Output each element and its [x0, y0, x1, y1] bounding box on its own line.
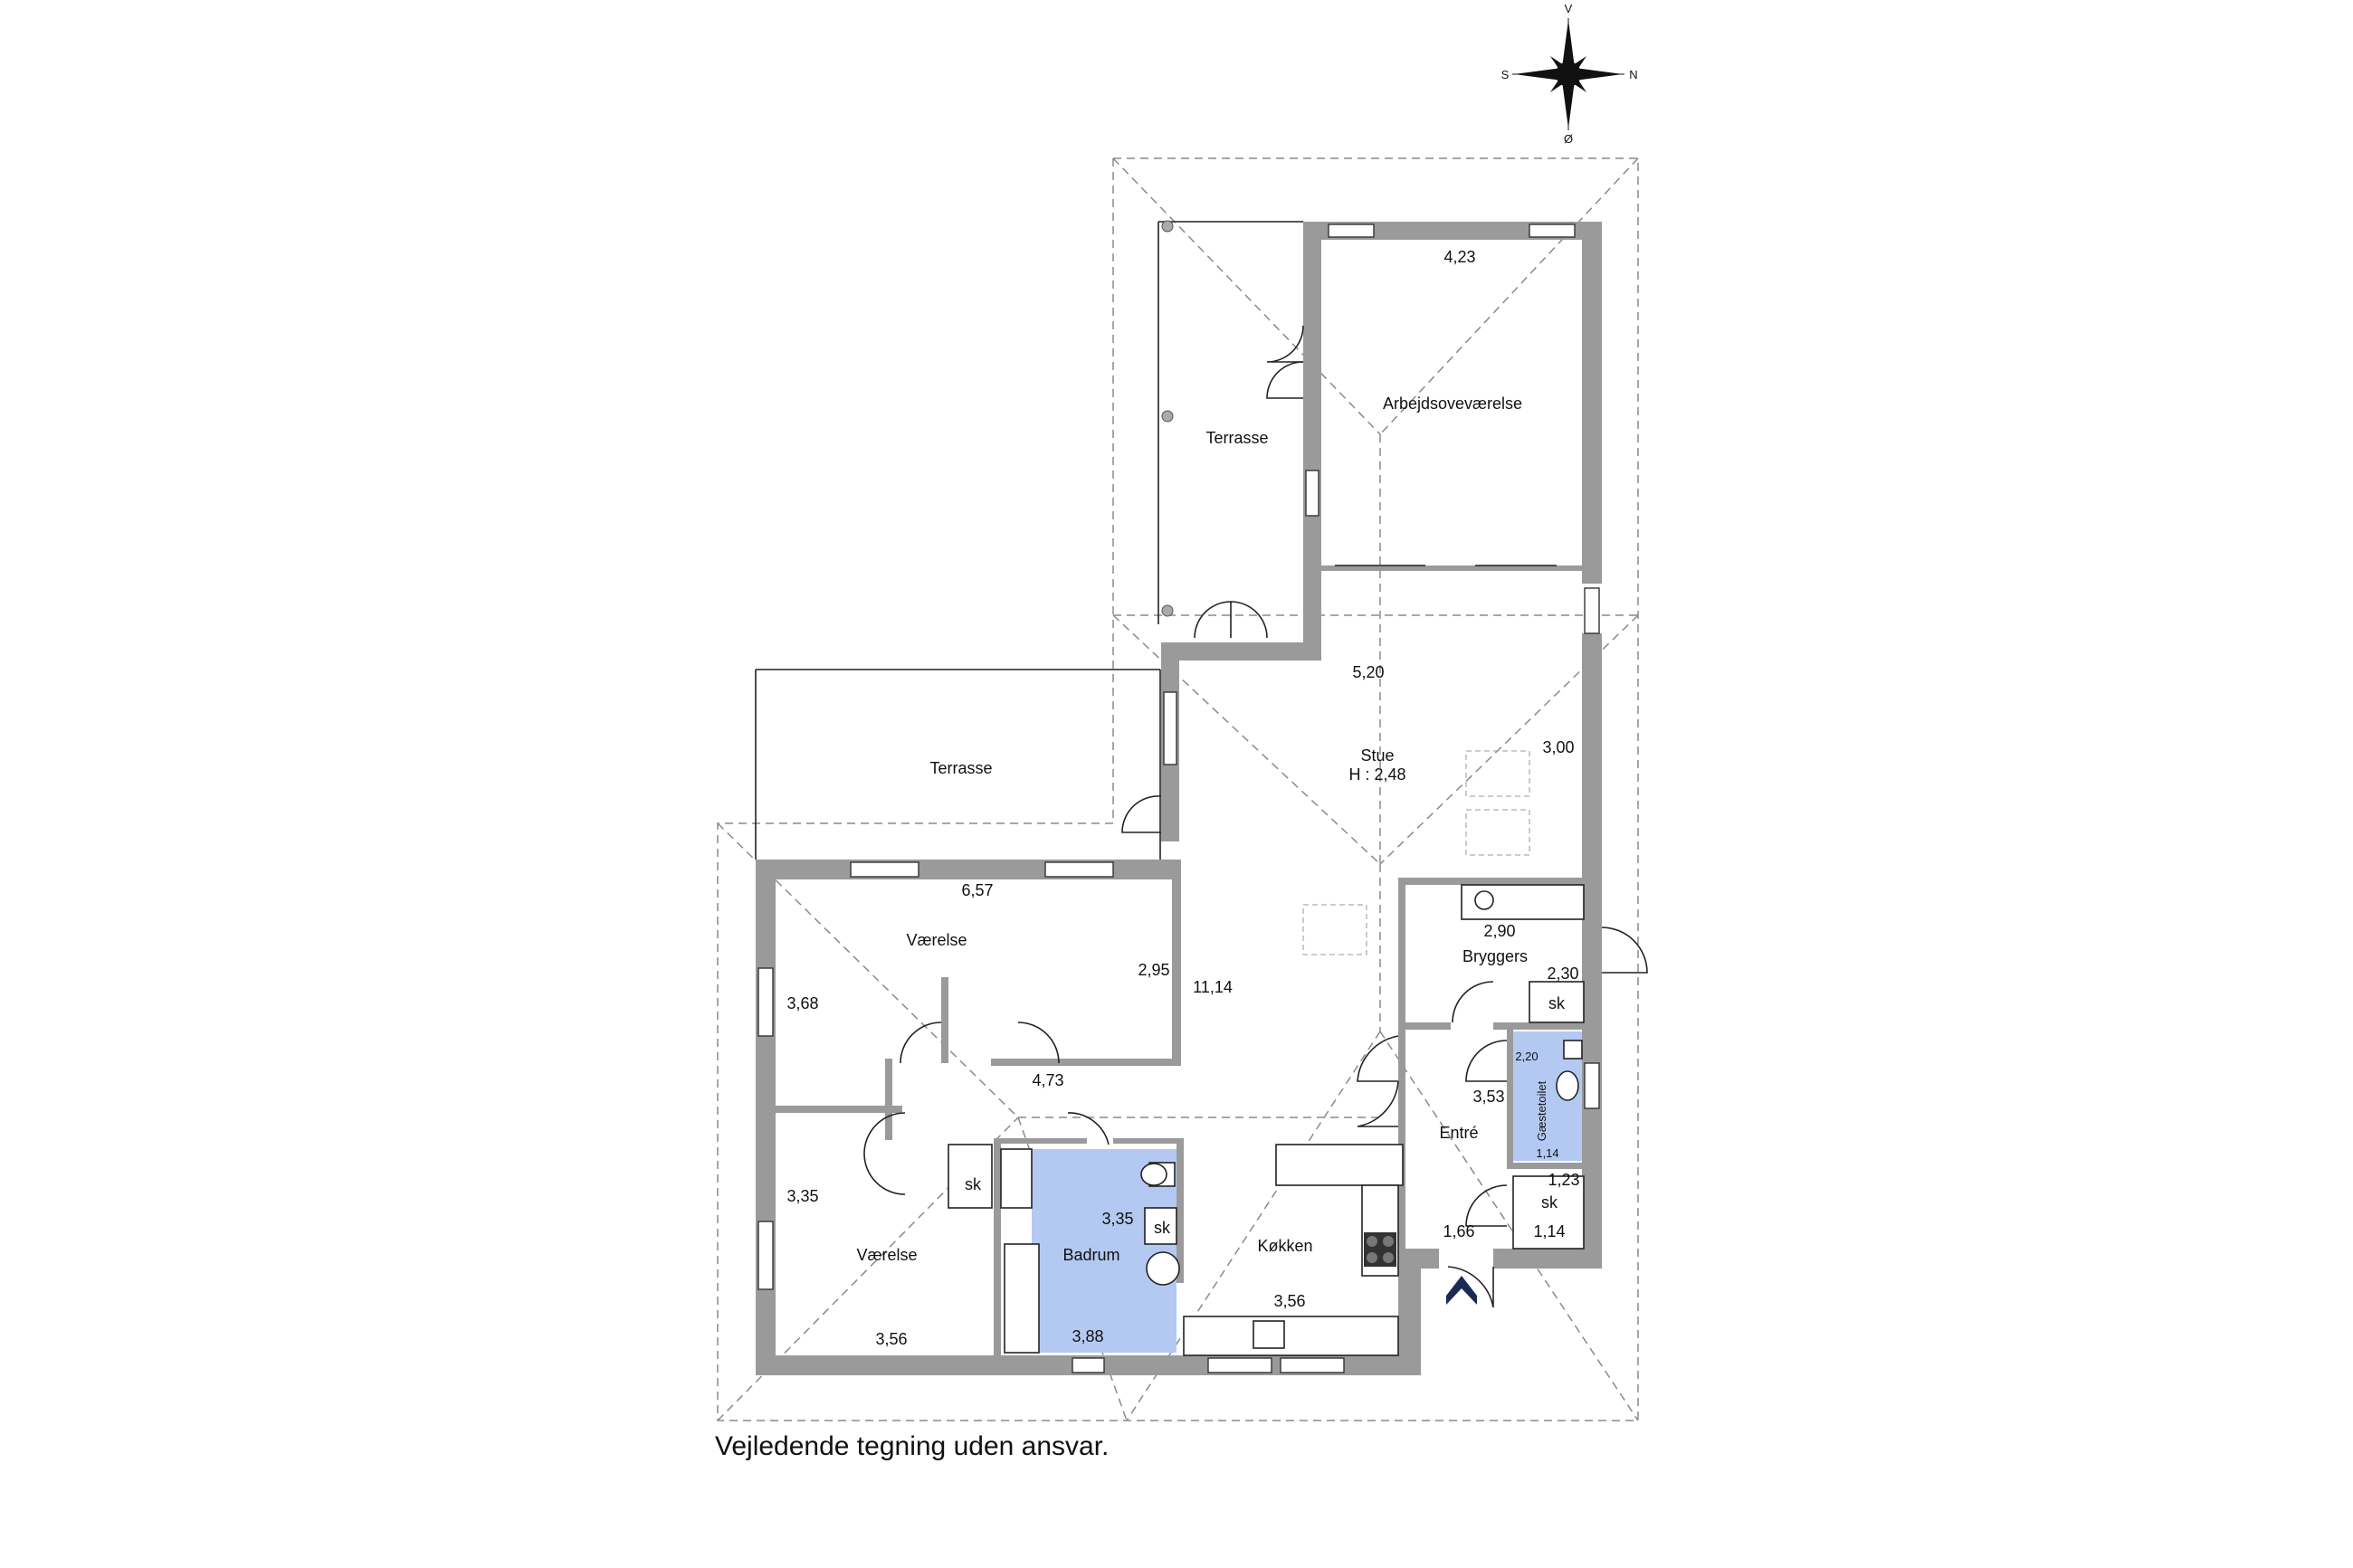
fixtures [948, 565, 1585, 1356]
dim-badrum-width: 3,88 [1072, 1327, 1103, 1345]
room-bryggers: Bryggers [1462, 947, 1528, 965]
dim-bryggers-width: 2,90 [1483, 922, 1515, 940]
compass-east-label: Ø [1564, 132, 1573, 146]
room-arbejdsovervaerelse: Arbejdsoveværelse [1383, 394, 1522, 413]
dim-gaestetoilet-top: 2,20 [1515, 1050, 1538, 1063]
dim-vaerelse-bottom-left: 3,35 [786, 1187, 818, 1205]
room-koekken: Køkken [1257, 1237, 1312, 1255]
compass-south-label: S [1501, 68, 1510, 81]
room-gaestetoilet: Gæstetoilet [1535, 1080, 1548, 1141]
room-entre: Entré [1439, 1124, 1478, 1142]
room-terrasse-left: Terrasse [929, 759, 992, 777]
dim-entre-right: 3,53 [1472, 1088, 1504, 1106]
room-stue-height: H : 2,48 [1348, 765, 1405, 784]
dim-entre-width: 1,66 [1443, 1222, 1474, 1240]
terrace-left [755, 669, 1161, 860]
closet-bryggers: sk [1548, 994, 1566, 1012]
dim-vaerelse-bottom-width: 3,56 [875, 1330, 907, 1348]
dim-sk-entre-bottom: 1,14 [1533, 1222, 1565, 1240]
dim-arbejds-width: 4,23 [1443, 248, 1475, 266]
dim-vaerelse-top-left: 3,68 [786, 994, 818, 1012]
dim-stue-depth: 11,14 [1193, 978, 1233, 996]
room-badrum: Badrum [1062, 1246, 1119, 1264]
closet-bath: sk [1154, 1219, 1171, 1237]
compass-west-label: V [1565, 2, 1573, 15]
compass: V Ø S N [1501, 2, 1638, 146]
disclaimer-note: Vejledende tegning uden ansvar. [715, 1431, 1110, 1461]
dim-stue-right: 3,00 [1542, 738, 1574, 756]
closet-hall: sk [965, 1175, 982, 1193]
terrace-top [1157, 220, 1303, 624]
dim-badrum-right: 3,35 [1101, 1210, 1133, 1228]
dim-vaerelse-top-width: 6,57 [961, 881, 993, 899]
room-labels: Terrasse Arbejdsoveværelse Terrasse Stue… [856, 394, 1566, 1264]
closet-entre: sk [1541, 1193, 1558, 1212]
dim-bryggers-right: 2,30 [1547, 965, 1578, 983]
dim-koekken-width: 3,56 [1273, 1292, 1305, 1310]
doors [863, 325, 1648, 1308]
room-vaerelse-bottom: Værelse [856, 1246, 917, 1264]
compass-north-label: N [1629, 68, 1637, 81]
room-vaerelse-top: Værelse [906, 931, 967, 949]
dim-hall-width: 4,73 [1032, 1071, 1063, 1089]
room-terrasse-top: Terrasse [1205, 429, 1268, 447]
dim-vaerelse-top-right: 2,95 [1138, 961, 1169, 979]
windows [757, 223, 1600, 1373]
dim-stue-width: 5,20 [1352, 663, 1384, 681]
dim-gaestetoilet-bottom: 1,14 [1536, 1146, 1558, 1160]
dim-sk-entre-top: 1,23 [1548, 1171, 1579, 1189]
dimension-labels: 4,23 5,20 3,00 6,57 3,68 2,95 11,14 4,73… [786, 248, 1579, 1348]
room-stue: Stue [1360, 746, 1394, 765]
